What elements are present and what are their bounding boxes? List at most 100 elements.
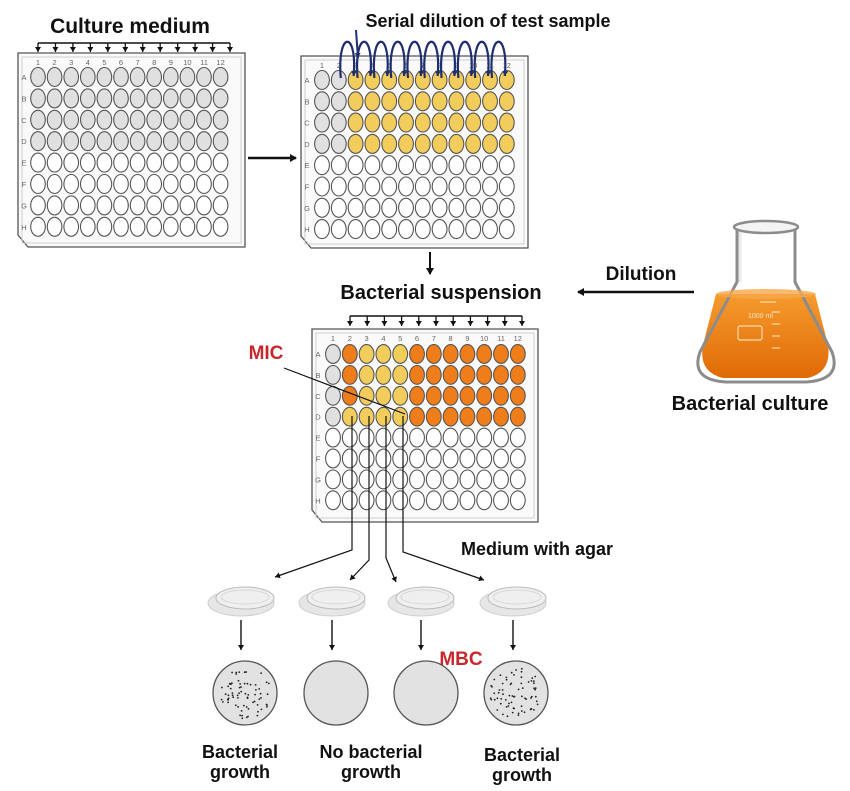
well — [341, 469, 358, 490]
well — [425, 490, 442, 511]
well — [325, 469, 341, 490]
well — [179, 109, 196, 130]
well — [448, 112, 465, 133]
well — [79, 131, 96, 152]
dilution-arc — [339, 40, 358, 79]
column-label: 11 — [486, 61, 494, 70]
well — [465, 219, 482, 240]
row-label: E — [21, 159, 26, 168]
well — [476, 427, 493, 448]
well — [409, 427, 425, 448]
agar-dish — [387, 586, 455, 617]
well — [46, 109, 63, 130]
well — [465, 133, 482, 154]
agar-dish — [298, 586, 366, 617]
well — [96, 109, 113, 130]
well — [398, 219, 414, 240]
row-label: F — [316, 455, 321, 464]
well — [314, 133, 330, 154]
well — [409, 490, 425, 511]
dilution-arc — [473, 40, 492, 79]
well — [414, 112, 431, 133]
well — [509, 448, 526, 469]
well — [113, 109, 129, 130]
well — [431, 91, 448, 112]
well — [425, 406, 442, 427]
well — [448, 91, 465, 112]
column-label: 2 — [53, 58, 57, 67]
column-label: 12 — [503, 61, 511, 70]
column-label: 7 — [432, 334, 436, 343]
suspension-bracket — [347, 315, 525, 326]
well — [341, 406, 358, 427]
well — [414, 133, 431, 154]
well — [498, 91, 515, 112]
well — [375, 364, 392, 385]
dilution-arc — [456, 40, 475, 79]
growth-dish — [483, 660, 549, 726]
well — [414, 155, 431, 176]
well — [381, 155, 398, 176]
well — [113, 216, 129, 237]
well — [330, 69, 347, 91]
well — [179, 131, 196, 152]
column-label: 3 — [69, 58, 73, 67]
column-label: 10 — [183, 58, 191, 67]
well — [375, 448, 392, 469]
well — [498, 219, 515, 240]
result-2-line2: growth — [341, 762, 401, 782]
well — [63, 88, 80, 109]
well — [493, 344, 509, 364]
well — [364, 112, 381, 133]
well — [347, 69, 364, 91]
well — [162, 195, 179, 216]
column-label: 4 — [381, 334, 385, 343]
well — [325, 490, 341, 511]
well — [493, 385, 509, 406]
row-label: F — [305, 183, 310, 192]
well — [162, 88, 179, 109]
well — [162, 152, 179, 173]
well — [381, 133, 398, 154]
well — [375, 427, 392, 448]
well — [146, 109, 163, 130]
well — [425, 385, 442, 406]
well — [493, 469, 509, 490]
well — [482, 112, 498, 133]
well — [179, 216, 196, 237]
dilution-arc — [439, 40, 458, 79]
well — [325, 448, 341, 469]
well — [482, 91, 498, 112]
well — [493, 427, 509, 448]
well — [381, 112, 398, 133]
mic-pointer-line — [283, 367, 406, 415]
well — [179, 173, 196, 195]
well — [162, 109, 179, 130]
well — [392, 385, 409, 406]
column-label: 8 — [438, 61, 442, 70]
well — [398, 176, 414, 197]
well — [341, 490, 358, 511]
well — [398, 91, 414, 112]
well — [79, 109, 96, 130]
well — [146, 173, 163, 195]
well — [162, 66, 179, 88]
well — [398, 133, 414, 154]
well — [96, 195, 113, 216]
well — [398, 69, 414, 91]
column-label: 2 — [348, 334, 352, 343]
well — [330, 112, 347, 133]
column-label: 7 — [421, 61, 425, 70]
well — [409, 406, 425, 427]
well — [459, 448, 476, 469]
well — [364, 133, 381, 154]
well — [79, 152, 96, 173]
well — [113, 88, 129, 109]
well — [414, 197, 431, 218]
well — [325, 364, 341, 385]
row-label: H — [304, 225, 309, 234]
well — [347, 219, 364, 240]
well — [509, 406, 526, 427]
